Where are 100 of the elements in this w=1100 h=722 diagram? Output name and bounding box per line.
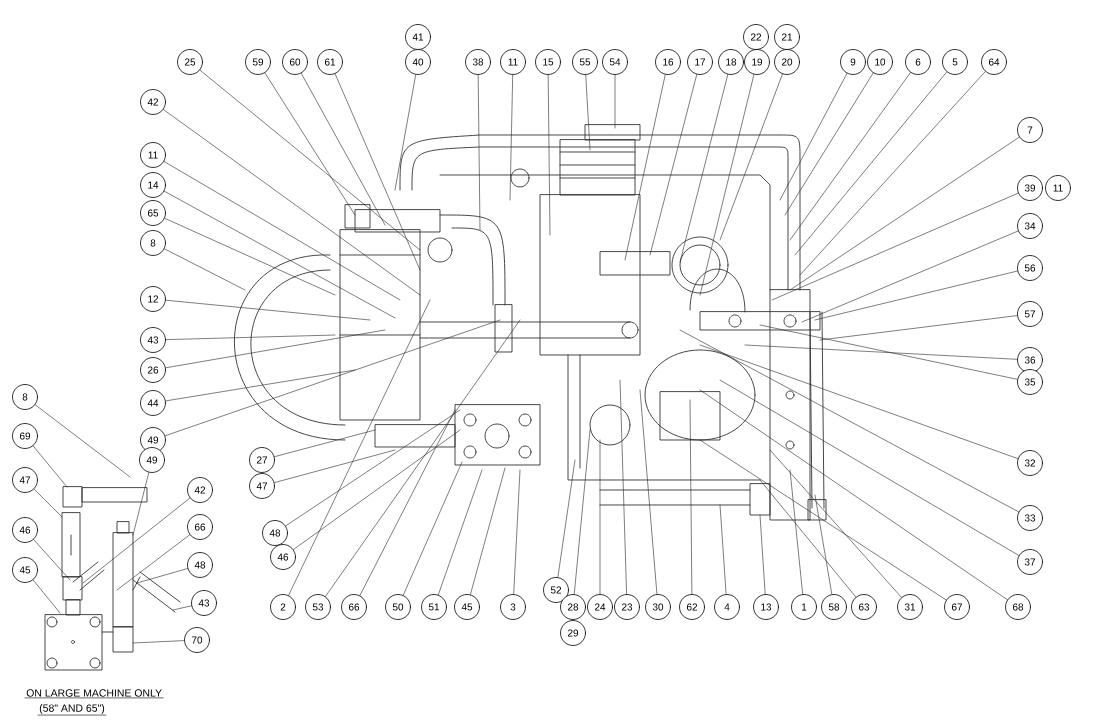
leader-line — [779, 73, 848, 201]
leader-line — [794, 71, 948, 256]
leader-line — [359, 409, 456, 596]
leader-line — [199, 69, 421, 251]
leader-line — [769, 449, 902, 598]
leader-line — [719, 504, 727, 595]
callout-number: 41 — [405, 24, 431, 50]
callout-number: 21 — [774, 24, 800, 50]
callout-number: 45 — [454, 594, 480, 620]
leader-line — [33, 539, 71, 581]
callout-number: 53 — [305, 594, 331, 620]
leader-line — [165, 334, 336, 340]
leader-line — [689, 399, 693, 595]
leader-line — [699, 389, 1008, 600]
leader-line — [82, 497, 191, 584]
callout-number: 31 — [897, 594, 923, 620]
leader-line — [132, 472, 150, 536]
callout-number: 64 — [981, 49, 1007, 75]
callout-number: 3 — [500, 594, 526, 620]
callout-number: 49 — [139, 447, 165, 473]
leader-line — [639, 389, 658, 595]
callout-number: 32 — [1017, 450, 1043, 476]
leader-line — [699, 439, 947, 601]
callout-number: 47 — [249, 473, 275, 499]
callout-number: 19 — [744, 49, 770, 75]
callout-number: 13 — [753, 594, 779, 620]
leader-line — [699, 344, 1019, 459]
callout-number: 48 — [262, 520, 288, 546]
leader-line — [165, 369, 356, 402]
leader-line — [547, 74, 551, 236]
callout-number: 43 — [140, 327, 166, 353]
callout-number: 15 — [535, 49, 561, 75]
callout-number: 8 — [140, 230, 166, 256]
leader-line — [557, 459, 576, 578]
leader-line — [819, 315, 1018, 341]
callout-number: 44 — [140, 390, 166, 416]
callout-number: 11 — [1045, 175, 1071, 201]
callout-number: 4 — [714, 594, 740, 620]
leader-line — [759, 479, 857, 598]
callout-number: 25 — [177, 49, 203, 75]
leader-line — [285, 409, 461, 527]
leader-line — [719, 379, 1020, 556]
leader-line — [325, 319, 521, 597]
callout-number: 54 — [602, 49, 628, 75]
callout-number: 67 — [944, 594, 970, 620]
callout-number: 11 — [500, 49, 526, 75]
callout-number: 24 — [587, 594, 613, 620]
leader-line — [801, 230, 1019, 323]
leader-line — [789, 469, 803, 595]
leader-line — [619, 379, 627, 595]
leader-line — [164, 218, 336, 296]
callout-number: 66 — [341, 594, 367, 620]
callout-number: 38 — [465, 49, 491, 75]
leader-line — [34, 404, 131, 478]
callout-number: 11 — [140, 142, 166, 168]
callout-number: 50 — [385, 594, 411, 620]
callout-number: 10 — [867, 49, 893, 75]
callout-number: 12 — [140, 286, 166, 312]
leader-line — [814, 270, 1018, 321]
leader-line — [719, 73, 783, 241]
callout-number: 42 — [187, 477, 213, 503]
leader-line — [573, 429, 591, 595]
leader-line — [165, 329, 386, 369]
callout-number: 70 — [184, 627, 210, 653]
callout-number: 17 — [687, 49, 713, 75]
callout-number: 61 — [317, 49, 343, 75]
leader-line — [513, 469, 521, 595]
callout-number: 47 — [12, 467, 38, 493]
leader-line — [789, 72, 911, 241]
callout-number: 36 — [1017, 347, 1043, 373]
callout-number: 8 — [12, 384, 38, 410]
callout-number: 60 — [282, 49, 308, 75]
leader-line — [274, 429, 376, 457]
callout-number: 35 — [1017, 369, 1043, 395]
callout-number: 56 — [1017, 255, 1043, 281]
leader-line — [470, 467, 506, 595]
leader-line — [164, 248, 246, 291]
callout-number: 52 — [543, 577, 569, 603]
callout-number: 16 — [655, 49, 681, 75]
callout-number: 65 — [140, 200, 166, 226]
callout-number: 28 — [560, 594, 586, 620]
leader-line — [402, 461, 463, 596]
leader-line — [679, 74, 729, 263]
leader-line — [437, 469, 483, 596]
callout-number: 58 — [821, 594, 847, 620]
leader-line — [32, 445, 68, 488]
leader-line — [614, 74, 616, 129]
callout-number: 26 — [140, 357, 166, 383]
callout-number: 29 — [560, 620, 586, 646]
leader-line — [264, 72, 356, 216]
callout-number: 46 — [12, 517, 38, 543]
leader-line — [163, 161, 401, 301]
callout-number: 30 — [645, 594, 671, 620]
callout-number: 5 — [942, 49, 968, 75]
leader-line — [799, 71, 986, 276]
callout-number: 1 — [791, 594, 817, 620]
callout-number: 33 — [1017, 505, 1043, 531]
leader-line — [814, 494, 833, 595]
callout-number: 55 — [572, 49, 598, 75]
callout-number: 37 — [1017, 549, 1043, 575]
